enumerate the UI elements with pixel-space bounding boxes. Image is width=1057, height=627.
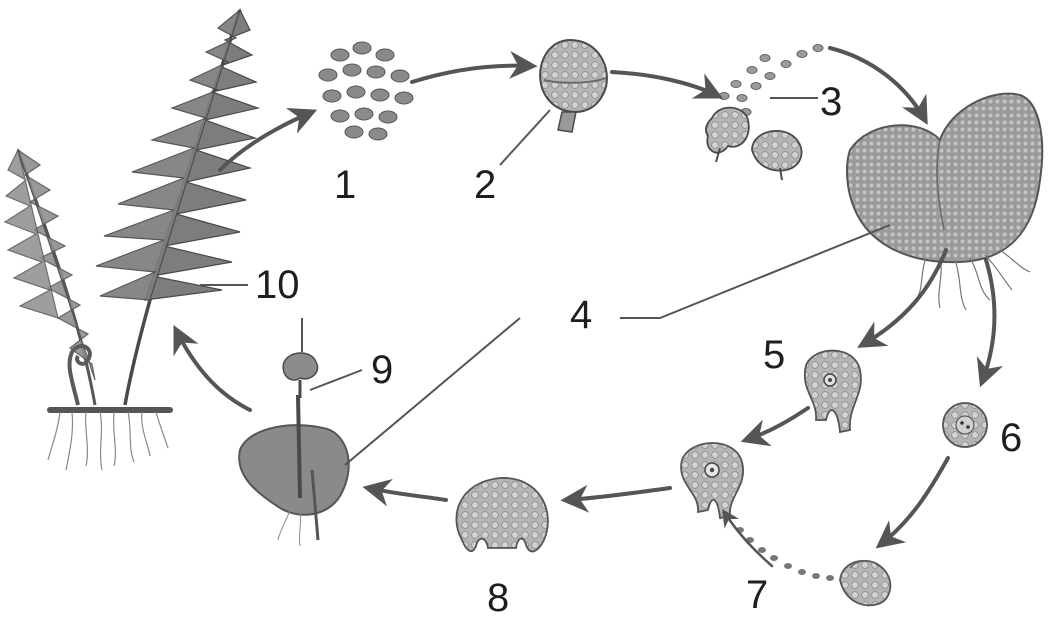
antheridium-icon [840, 561, 890, 606]
embryo-icon [456, 478, 548, 552]
label-5: 5 [763, 335, 785, 375]
label-7: 7 [746, 575, 768, 615]
label-10: 10 [255, 265, 300, 305]
label-3: 3 [820, 82, 842, 122]
label-2: 2 [474, 165, 496, 205]
zygote-icon [943, 403, 987, 447]
label-9: 9 [371, 350, 393, 390]
spore-release-icon [706, 45, 823, 181]
prothallus-icon [847, 94, 1042, 310]
fern-sporophyte-icon [5, 10, 258, 470]
label-8: 8 [487, 578, 509, 618]
label-6: 6 [1000, 418, 1022, 458]
sporangia-cluster-icon [319, 42, 413, 140]
archegonium-icon [681, 443, 743, 518]
label-1: 1 [334, 165, 356, 205]
antheridium-icon [805, 351, 861, 432]
label-4: 4 [570, 295, 592, 335]
sporangium-icon [540, 40, 607, 132]
